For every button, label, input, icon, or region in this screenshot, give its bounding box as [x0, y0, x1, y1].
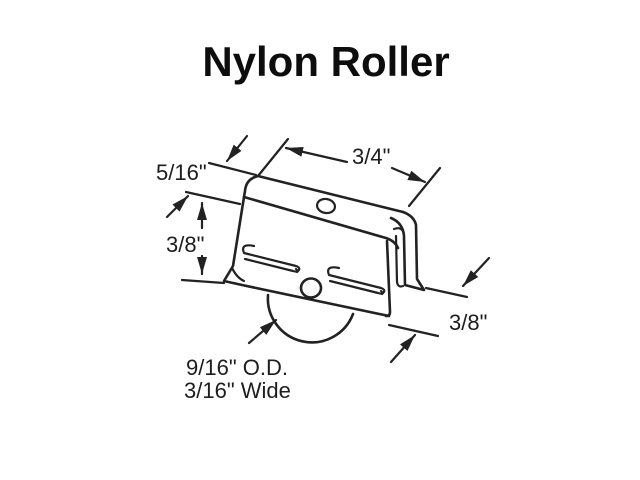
ext-line-bottom [180, 278, 226, 285]
arrow-left [284, 146, 349, 164]
dimension-top-depth: 5/16" [156, 134, 258, 219]
bracket-top-back-edge [242, 174, 405, 214]
dimension-track-height: 3/8" [387, 256, 491, 364]
arrow-down-left [225, 134, 249, 163]
top-screw-hole [315, 197, 337, 215]
ext-line-right [407, 166, 442, 208]
front-axle-hole [299, 277, 323, 299]
roller-bracket-drawing [222, 174, 426, 344]
callout-roller-size: 9/16" O.D. 3/16" Wide [184, 318, 291, 403]
bracket-right-hem-inner-wall [394, 234, 405, 288]
dim-label-length: 3/4" [352, 144, 390, 169]
louver-slot-1 [242, 244, 301, 274]
label-roller-width: 3/16" Wide [184, 378, 291, 403]
dim-label-top-depth: 5/16" [156, 160, 207, 185]
louver-slot-2 [327, 266, 386, 296]
label-roller-diameter: 9/16" O.D. [186, 355, 288, 380]
bracket-right-hem-outer [389, 210, 426, 292]
roller-wheel-arc [266, 293, 355, 344]
arrow-up-right [389, 333, 417, 364]
page-title: Nylon Roller [202, 38, 449, 85]
arrow-right [390, 166, 427, 184]
dim-label-track-height: 3/8" [449, 310, 487, 335]
dimension-side-height: 3/8" [166, 201, 226, 285]
ext-line-left [256, 137, 290, 178]
ext-line-upper [424, 286, 469, 299]
dim-label-side-height: 3/8" [166, 232, 204, 257]
leader-arrow [247, 318, 278, 345]
arrow-up-right [165, 194, 190, 219]
ext-line-upper [207, 161, 258, 177]
ext-line-lower [387, 323, 440, 338]
bracket-left-and-bottom-edge [222, 195, 391, 318]
dimension-length: 3/4" [256, 137, 442, 208]
arrow-down-left [461, 256, 491, 288]
bracket-left-flap-detail [230, 266, 246, 283]
bracket-front-right-edge [384, 239, 392, 318]
ext-line-lower [184, 190, 242, 206]
bracket-right-hem-inner-curve [392, 227, 406, 236]
